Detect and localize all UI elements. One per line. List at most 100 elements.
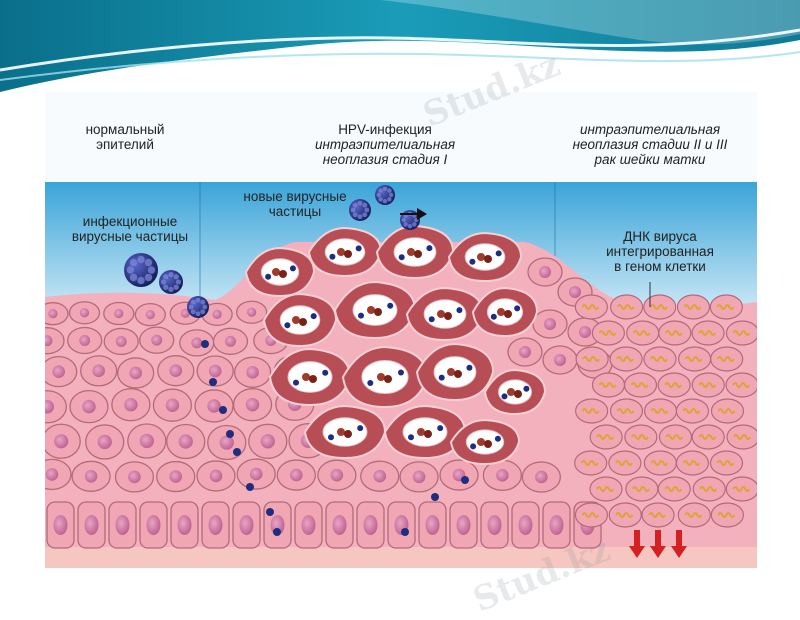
- viral-dna-marker: [616, 408, 635, 414]
- viral-dna-marker: [732, 486, 751, 492]
- dysplastic-cells: [574, 294, 757, 528]
- viral-dna-marker: [716, 304, 735, 310]
- virus-particle: [456, 307, 463, 314]
- cell-nucleus: [249, 467, 263, 481]
- cell-nucleus: [456, 515, 471, 535]
- virus-particle: [466, 364, 473, 371]
- cell-nucleus: [52, 365, 65, 378]
- capsomere: [357, 214, 363, 220]
- virus-particle: [284, 322, 291, 329]
- virus-particle: [293, 379, 299, 386]
- virus-particle: [408, 434, 414, 441]
- virus-particle: [523, 385, 530, 392]
- cell-nucleus: [97, 434, 112, 450]
- capsomere: [129, 273, 138, 282]
- virus-particle: [461, 476, 469, 484]
- virus-inclusion: [299, 318, 307, 326]
- virus-inclusion: [407, 248, 415, 256]
- cell-nucleus: [139, 433, 154, 449]
- normal-cell: [45, 390, 67, 424]
- virus-inclusion: [367, 306, 375, 314]
- virus-particles: [124, 185, 469, 536]
- virus-inclusion: [417, 428, 425, 436]
- virus-particle: [322, 369, 329, 376]
- virus-particle: [437, 425, 444, 432]
- virus-particle: [431, 493, 439, 501]
- cell-nucleus: [301, 515, 316, 535]
- virus-particle: [273, 528, 281, 536]
- virus-particle: [289, 265, 296, 272]
- cell-nucleus: [487, 515, 502, 535]
- capsomere: [137, 255, 145, 264]
- cell-nucleus: [496, 469, 509, 482]
- viral-dna-marker: [733, 434, 751, 440]
- cell-nucleus: [45, 400, 55, 414]
- viral-dna-marker: [717, 512, 736, 518]
- cell-nucleus: [425, 515, 440, 535]
- virus-particle: [514, 305, 521, 312]
- capsomere: [382, 199, 388, 204]
- virus-inclusion: [279, 270, 287, 278]
- virus-inclusion: [454, 370, 462, 378]
- cell-nucleus: [84, 469, 98, 483]
- capsomere: [190, 309, 196, 315]
- viral-dna-marker: [716, 460, 735, 466]
- virus-particle: [469, 258, 476, 265]
- cell-nucleus: [289, 468, 303, 482]
- capsomere: [168, 271, 174, 278]
- viral-dna-marker: [581, 408, 600, 414]
- cell-nucleus: [84, 515, 99, 535]
- capsomere: [137, 276, 145, 285]
- invasion-arrows-icon: [629, 530, 687, 558]
- virus-particle: [398, 254, 405, 261]
- cell-nucleus: [518, 515, 533, 535]
- label-normal-epithelium: нормальный эпителий: [85, 122, 165, 152]
- cell-nucleus: [124, 397, 138, 412]
- virus-inclusion: [374, 308, 382, 316]
- viral-dna-marker: [582, 356, 601, 362]
- virus-inclusion: [309, 375, 317, 383]
- viral-dna-marker: [581, 512, 600, 518]
- basement-membrane: [45, 547, 757, 568]
- cell-nucleus: [146, 515, 161, 535]
- cell-nucleus: [128, 470, 141, 484]
- virus-particle: [426, 245, 433, 252]
- infected-lesion: [244, 224, 547, 466]
- viral-dna-marker: [682, 408, 701, 414]
- capsomere: [188, 304, 194, 310]
- virus-particle: [233, 448, 241, 456]
- capsomere: [382, 186, 388, 191]
- virus-particle: [209, 378, 217, 386]
- virus-particle: [265, 273, 272, 280]
- capsomere: [376, 192, 381, 198]
- viral-dna-marker: [664, 486, 683, 492]
- header-banner: [0, 0, 800, 92]
- cell-nucleus: [554, 354, 566, 366]
- cell-nucleus: [412, 470, 426, 484]
- virus-inclusion: [444, 312, 452, 320]
- virus-particle: [246, 483, 254, 491]
- virus-inclusion: [414, 250, 422, 258]
- virus-particle: [266, 508, 274, 516]
- capsomere: [403, 222, 408, 227]
- cell-nucleus: [54, 434, 69, 449]
- cell-nucleus: [247, 307, 257, 317]
- capsomere: [129, 258, 138, 267]
- cell-nucleus: [569, 286, 581, 298]
- virus-inclusion: [484, 440, 492, 448]
- virus-inclusion: [302, 373, 310, 381]
- virus-particle: [470, 443, 477, 450]
- capsomere: [364, 207, 370, 213]
- capsomere: [163, 284, 169, 290]
- capsomere: [190, 299, 196, 305]
- release-arrow-head-icon: [417, 208, 427, 220]
- viral-dna-marker: [596, 434, 615, 440]
- cell-nucleus: [178, 434, 193, 449]
- cell-nucleus: [363, 515, 378, 535]
- virus-inclusion: [437, 310, 445, 318]
- cell-nucleus: [373, 469, 387, 483]
- virus-particle: [397, 369, 404, 376]
- capsomere: [401, 217, 406, 223]
- virus-particle: [387, 302, 394, 309]
- cell-nucleus: [544, 318, 556, 330]
